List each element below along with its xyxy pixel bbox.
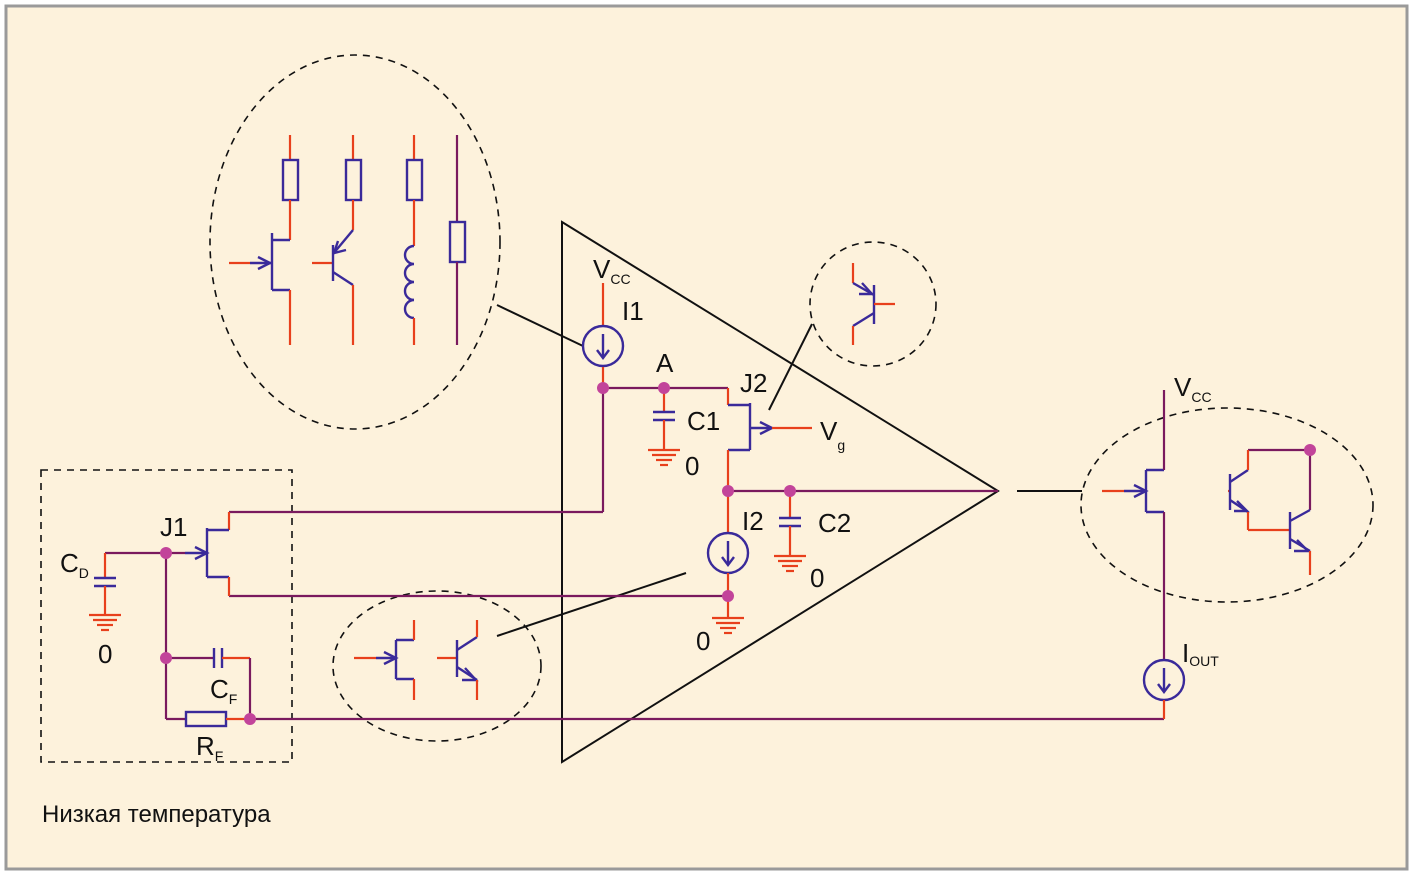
capacitor-cf — [166, 648, 252, 719]
node-dot-j1-gate — [160, 547, 172, 559]
label-i1: I1 — [622, 296, 644, 326]
node-dot-c2 — [784, 485, 796, 497]
detail-ellipse-j2 — [809, 241, 937, 367]
inductor-with-resistor-symbol — [403, 135, 424, 345]
node-dot-rf — [244, 713, 256, 725]
label-c1: C1 — [687, 406, 720, 436]
callout-line-top-left — [496, 304, 584, 347]
node-dot-i1 — [597, 382, 609, 394]
diagram-background — [4, 4, 1409, 871]
capacitor-cd — [89, 551, 166, 632]
bjt-detail-symbol — [851, 263, 895, 345]
bjt-with-resistor-symbol — [312, 135, 363, 345]
node-dot-i2 — [722, 590, 734, 602]
bjt-bottom-detail-symbol — [437, 620, 479, 700]
darlington-pair-symbol — [1228, 448, 1312, 575]
callout-line-bottom — [496, 572, 687, 637]
transistor-j2 — [726, 403, 812, 491]
label-node-a: A — [656, 348, 674, 378]
label-j2: J2 — [740, 368, 767, 398]
caption-low-temperature: Низкая температура — [42, 801, 271, 828]
amplifier-triangle — [561, 220, 1000, 764]
ground-i2 — [712, 596, 744, 635]
label-cd-ground: 0 — [98, 639, 112, 669]
label-c1-ground: 0 — [685, 451, 699, 481]
label-rf: RF — [196, 731, 223, 764]
label-j1: J1 — [160, 512, 187, 542]
label-iout: IOUT — [1182, 638, 1219, 669]
label-i2-ground: 0 — [696, 626, 710, 656]
label-vcc-right: VCC — [1174, 372, 1212, 405]
node-dot-cf — [160, 652, 172, 664]
node-dot-darlington — [1304, 444, 1316, 456]
transistor-j1 — [166, 512, 231, 596]
resistor-symbol — [448, 135, 467, 345]
label-i2: I2 — [742, 506, 764, 536]
label-cf: CF — [210, 674, 237, 707]
node-dot-a — [658, 382, 670, 394]
current-source-i1 — [581, 324, 625, 368]
detail-ellipse-output — [1080, 407, 1374, 603]
detail-ellipse-top-left — [209, 54, 501, 430]
label-vcc-top: VCC — [593, 254, 631, 287]
label-cd: CD — [60, 548, 89, 581]
jfet-with-resistor-symbol — [229, 135, 300, 345]
label-c2: C2 — [818, 508, 851, 538]
callout-line-j2 — [768, 323, 813, 411]
jfet-detail-symbol — [354, 620, 416, 700]
detail-ellipse-bottom — [332, 590, 542, 742]
low-temperature-region — [40, 469, 293, 763]
output-jfet-symbol — [1102, 468, 1164, 514]
node-dot-j2-source — [722, 485, 734, 497]
capacitor-c2 — [774, 491, 806, 573]
label-c2-ground: 0 — [810, 563, 824, 593]
label-vg: Vg — [820, 416, 845, 453]
